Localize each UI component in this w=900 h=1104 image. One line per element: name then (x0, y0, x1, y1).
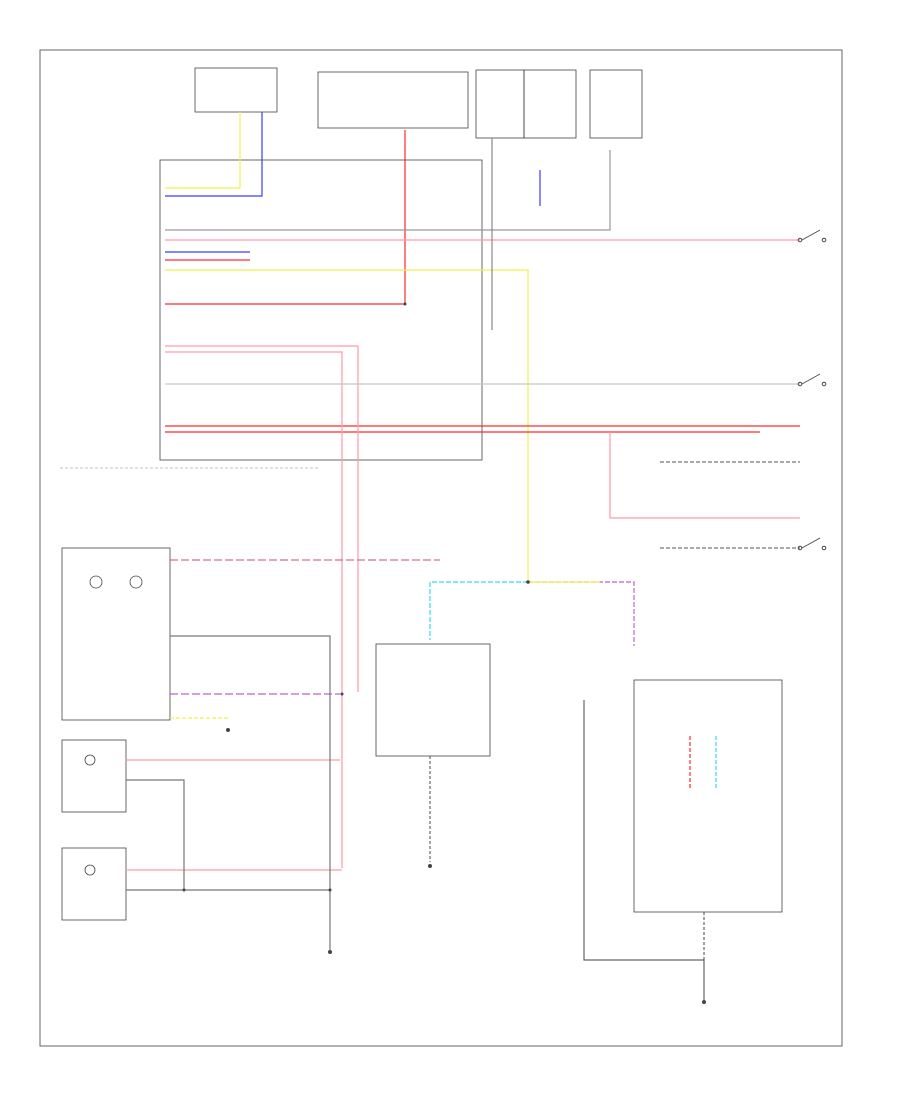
right-switch-box (61, 847, 127, 921)
pink-wire-vertical-2 (165, 351, 343, 868)
right-switch-contact-1 (797, 229, 827, 243)
fuse-block-2 (523, 69, 577, 139)
right-ground-wire (583, 700, 705, 1000)
gray-wire-combination (170, 635, 331, 890)
gray-ground-link (126, 779, 185, 890)
main-module-connector (159, 159, 483, 461)
violet-branch-wire (528, 581, 635, 646)
yellow-wire-main (165, 269, 529, 582)
right-switch-contact-3 (797, 537, 827, 551)
right-switch-contact-2 (797, 373, 827, 387)
left-switch-box (61, 739, 127, 813)
ground-symbol-center (428, 864, 432, 868)
top-center-fuse-box (317, 71, 469, 129)
ground-symbol-left (328, 950, 332, 954)
fuse-block-1 (475, 69, 525, 139)
red-wire-vertical (165, 130, 406, 305)
cyan-branch-wire (429, 581, 528, 640)
blue-wire (165, 112, 263, 197)
combination-switch-lamps (84, 575, 143, 876)
ground-symbol-right (702, 1000, 706, 1004)
pink-wire-right (609, 432, 800, 519)
top-left-module-box (194, 67, 278, 113)
junction-dots (182, 302, 530, 892)
diagram-frame (39, 49, 843, 1047)
yellow-wire-top (165, 112, 241, 189)
combination-switch-box (61, 547, 171, 721)
gray-wire-top (165, 150, 611, 231)
pink-wire-vertical-1 (165, 345, 359, 692)
center-module-box (375, 643, 491, 757)
gray-ground-wire (126, 889, 331, 950)
fuse-block-3 (589, 69, 643, 139)
right-bottom-module-box (633, 679, 783, 913)
